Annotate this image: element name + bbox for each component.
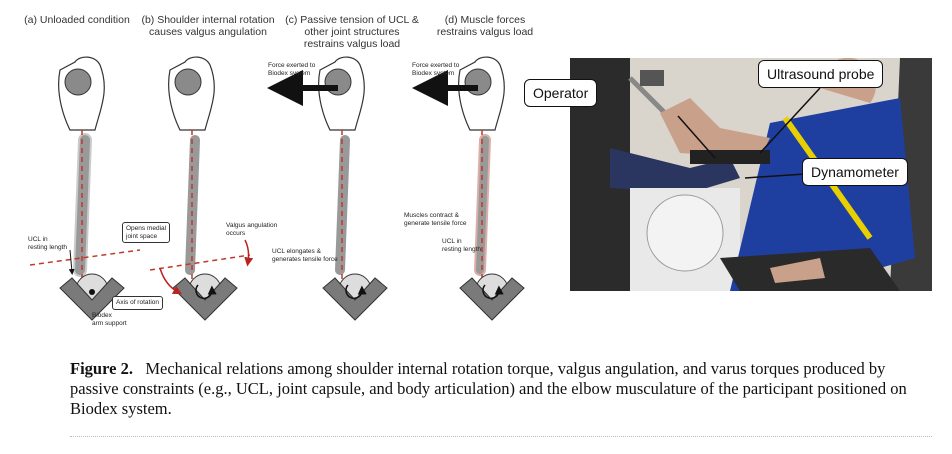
caption-text: Mechanical relations among shoulder inte… — [70, 359, 907, 418]
panel-b-drawing — [149, 56, 254, 321]
panel-b-title: (b) Shoulder internal rotation causes va… — [141, 14, 275, 38]
elbow-mechanics-diagram — [29, 56, 525, 321]
callout-operator: Operator — [524, 79, 598, 107]
label-opens-medial: Opens medial joint space — [122, 222, 171, 243]
label-axis-rotation: Axis of rotation — [112, 296, 163, 310]
panel-c-title: (c) Passive tension of UCL & other joint… — [285, 14, 419, 50]
callout-dynamometer: Dynamometer — [802, 158, 908, 186]
label-ucl-resting-a: UCL in resting length — [28, 236, 68, 251]
panel-c-drawing — [267, 56, 388, 321]
panel-d-drawing — [412, 56, 525, 321]
panel-a-drawing — [29, 56, 141, 321]
dotted-divider — [70, 436, 932, 437]
figure-caption: Figure 2. Mechanical relations among sho… — [70, 359, 930, 419]
panel-a-title: (a) Unloaded condition — [24, 14, 130, 26]
panel-d-title: (d) Muscle forces restrains valgus load — [436, 14, 534, 38]
label-valgus-occurs: Valgus angulation occurs — [226, 222, 278, 237]
label-force-c: Force exerted to Biodex system — [268, 62, 316, 77]
label-ucl-elongates: UCL elongates & generates tensile force — [272, 248, 338, 263]
label-biodex-arm: Biodex arm support — [92, 312, 127, 327]
label-muscles-contract: Muscles contract & generate tensile forc… — [404, 212, 467, 227]
callout-ultrasound-probe: Ultrasound probe — [758, 60, 884, 88]
caption-label: Figure 2. — [70, 359, 133, 378]
label-force-d: Force exerted to Biodex system — [412, 62, 460, 77]
label-ucl-resting-d: UCL in resting length — [442, 238, 482, 253]
